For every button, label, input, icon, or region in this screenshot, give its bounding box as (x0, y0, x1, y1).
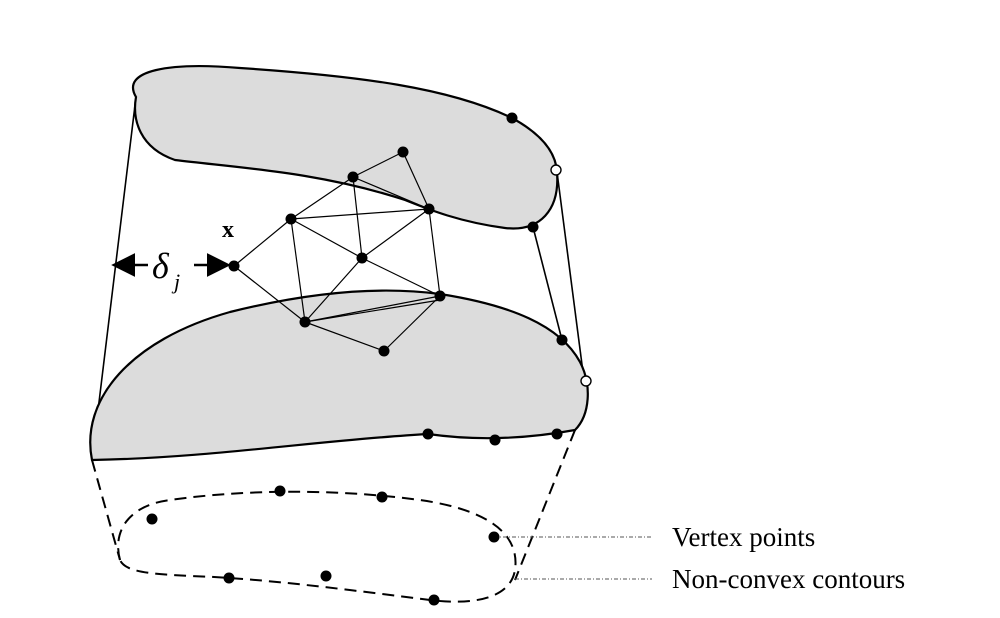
mesh-edge (352, 176, 363, 259)
open-vertex-point (550, 164, 562, 176)
right-wall-inner-line (532, 226, 563, 341)
mesh-edge (304, 321, 385, 352)
open-vertex-point (580, 375, 592, 387)
left-wall-line (91, 96, 137, 461)
mesh-vertex-point (397, 146, 409, 158)
vertex-point (488, 531, 500, 543)
mesh-edge (352, 151, 404, 178)
left-lower-dashed-wall (91, 459, 121, 561)
vertex-point (489, 434, 501, 446)
mesh-vertex-point (434, 290, 446, 302)
vertex-point (556, 334, 568, 346)
vertex-point (223, 572, 235, 584)
vertex-point (506, 112, 518, 124)
mesh-edge (233, 265, 306, 323)
vertex-point (376, 491, 388, 503)
lower-contour (89, 289, 589, 462)
mesh-edge (361, 257, 441, 297)
side-walls (91, 96, 585, 581)
mesh-edge (304, 299, 441, 323)
mesh-edge (361, 208, 430, 259)
vertex-point (551, 428, 563, 440)
mesh-edge (290, 176, 354, 220)
mesh-vertices (228, 146, 446, 357)
mesh-vertex-point (285, 213, 297, 225)
mesh-edge (290, 218, 306, 323)
vertex-point (274, 485, 286, 497)
lower-contour-vertices (422, 334, 592, 446)
distance-label-background (148, 232, 194, 290)
right-wall-line (556, 171, 585, 381)
non-convex-contours-label: Non-convex contours (672, 564, 905, 594)
distance-subscript-label: j (171, 269, 180, 294)
mesh-edge (304, 257, 363, 323)
vertex-points-label: Vertex points (672, 522, 815, 552)
mesh-vertex-point (423, 203, 435, 215)
triangulation-mesh (233, 151, 441, 352)
mesh-vertex-point (378, 345, 390, 357)
mesh-edge (428, 208, 441, 297)
mesh-edge (383, 295, 441, 352)
mesh-edge (402, 151, 430, 210)
upper-contour-vertices (506, 112, 562, 233)
vertex-point (320, 570, 332, 582)
vertex-point (422, 428, 434, 440)
mesh-edge (352, 176, 430, 210)
mesh-edge (233, 218, 292, 267)
dashed-contour-vertices (146, 485, 500, 606)
mesh-edge (290, 218, 363, 259)
point-x (228, 260, 240, 272)
vertex-point (428, 594, 440, 606)
mesh-edge (290, 208, 430, 220)
lower-dashed-contour (117, 490, 517, 603)
vertex-point (146, 513, 158, 525)
point-x-label: x (222, 217, 234, 243)
mesh-edge (304, 295, 441, 323)
vertex-point (527, 221, 539, 233)
mesh-vertex-point (347, 171, 359, 183)
mesh-vertex-point (299, 316, 311, 328)
mesh-vertex-point (356, 252, 368, 264)
upper-contour (132, 65, 559, 230)
distance-symbol-label: δ (152, 246, 170, 286)
right-lower-dashed-wall (514, 429, 576, 581)
